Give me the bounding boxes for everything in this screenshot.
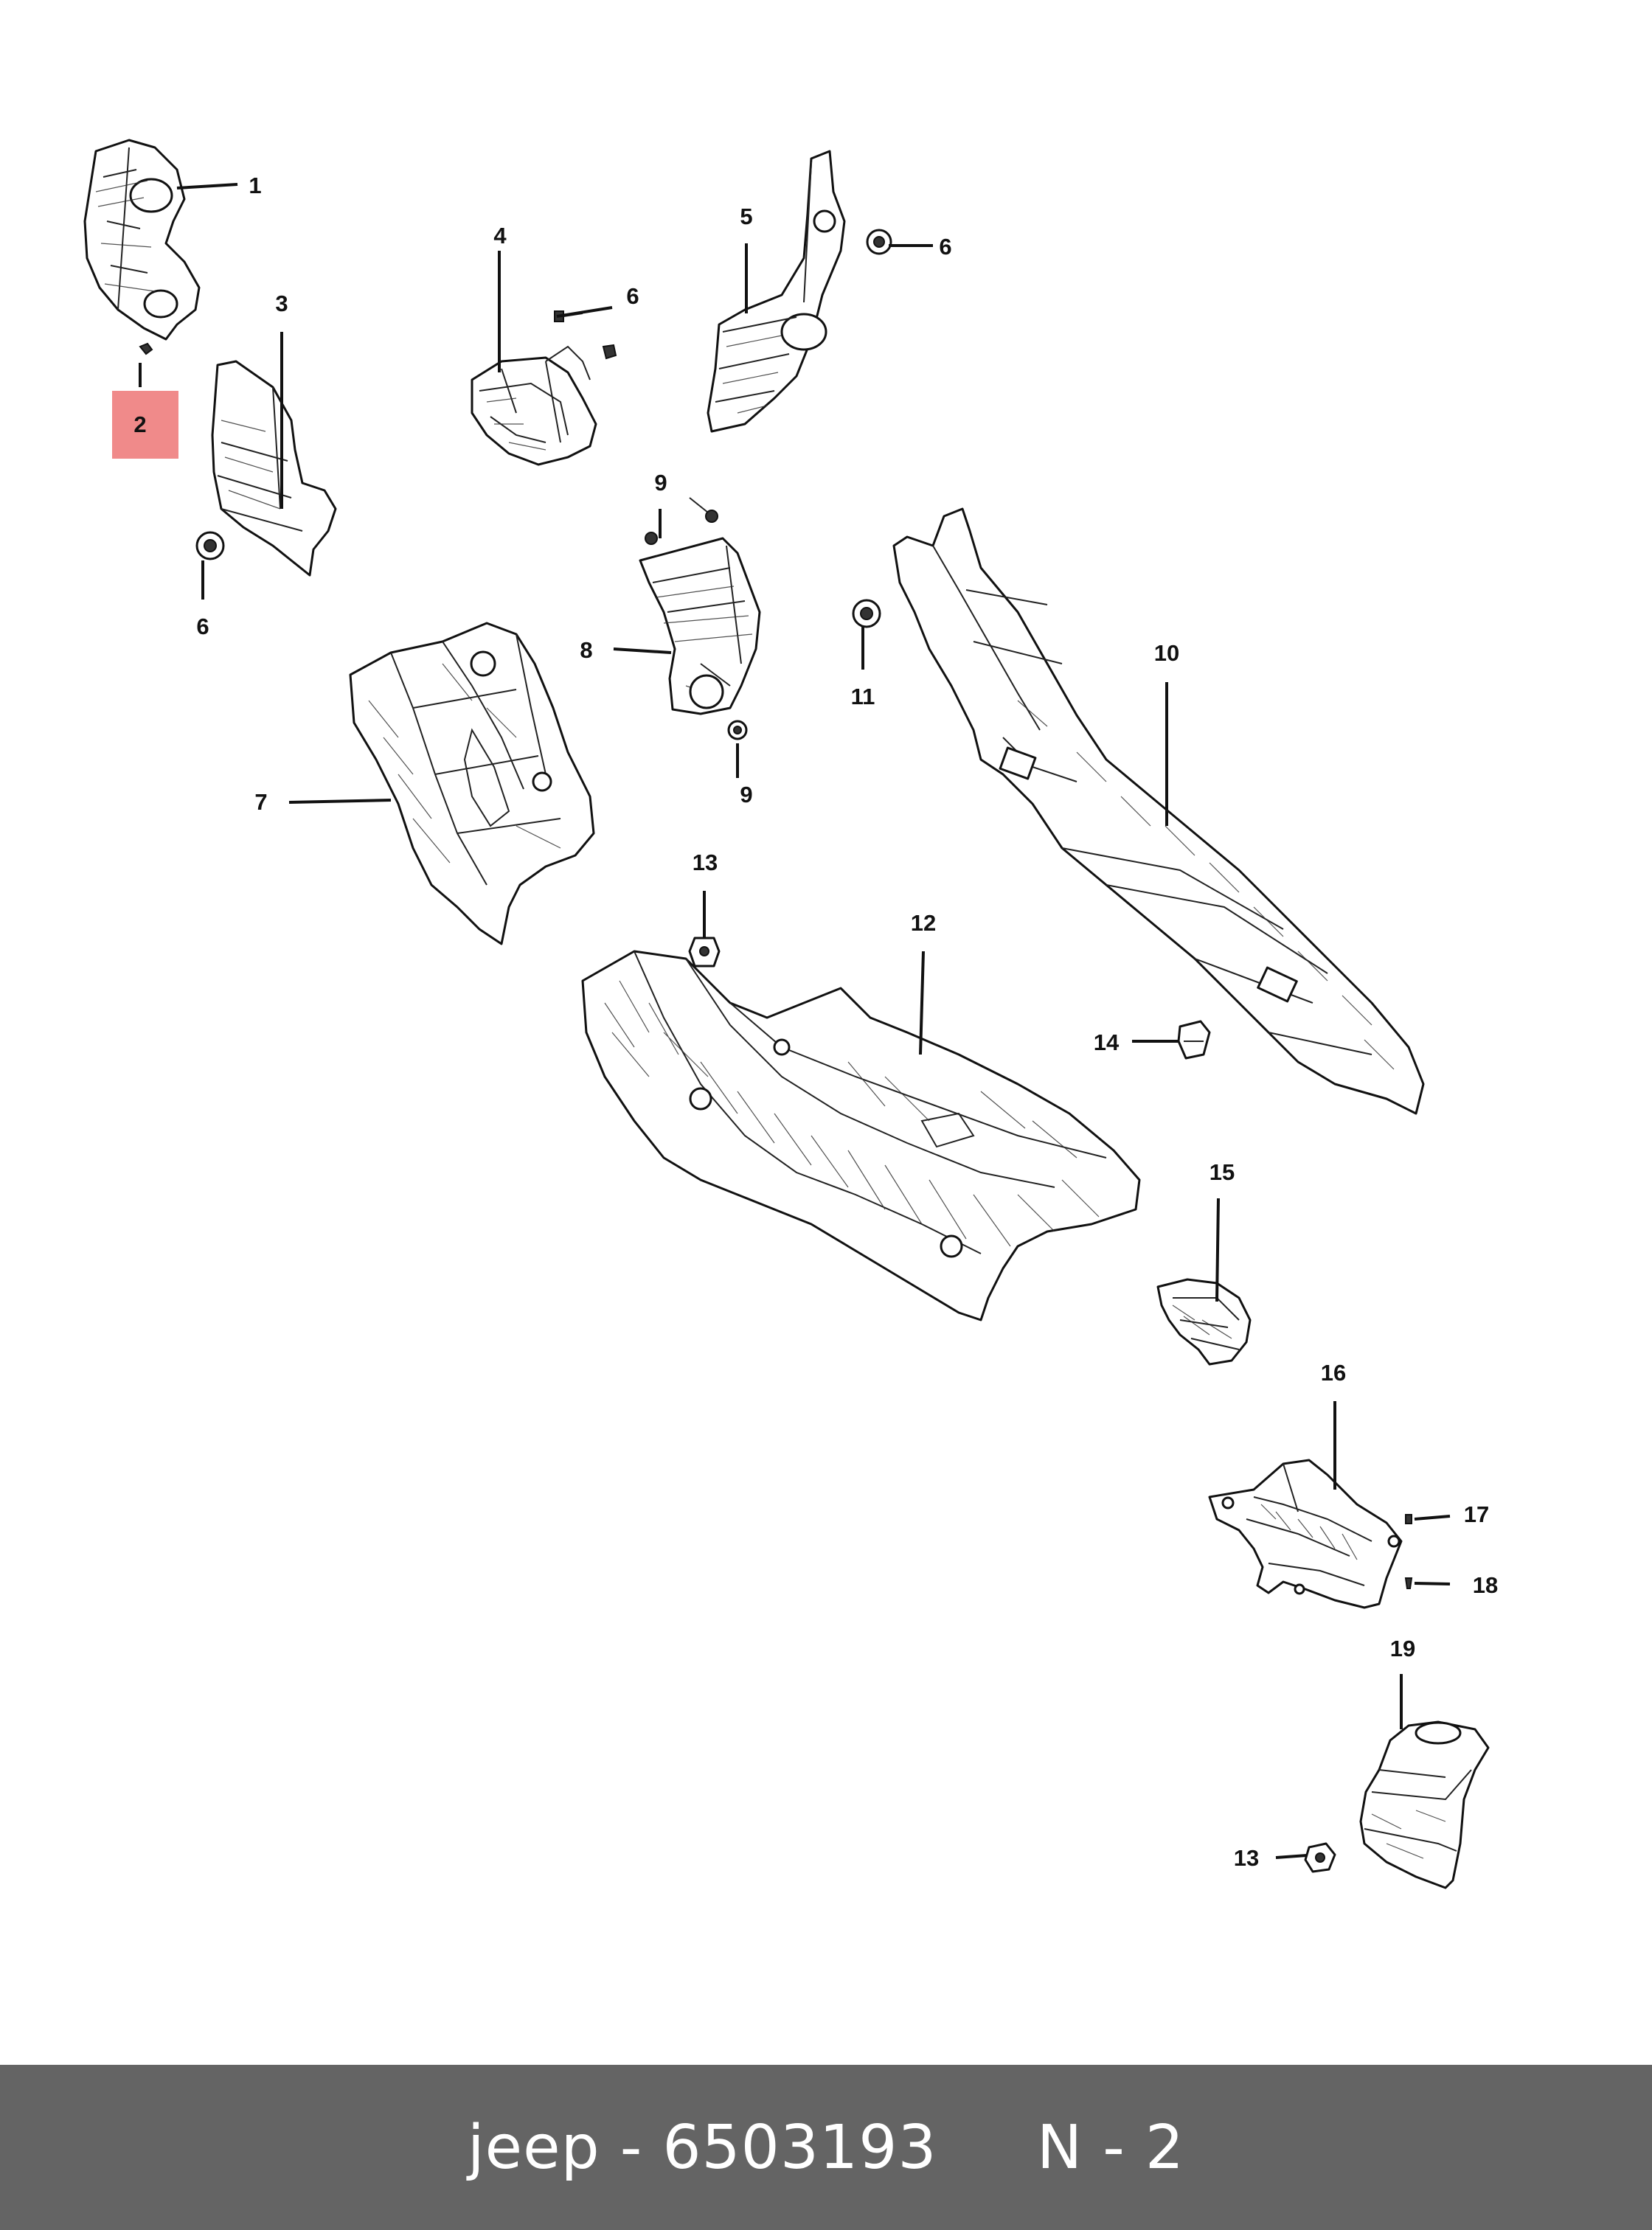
callout-15: 15 — [1210, 1159, 1235, 1185]
callout-10: 10 — [1154, 640, 1179, 666]
callout-6-near-5: 6 — [939, 234, 951, 260]
part-5-tunnel-shield — [707, 150, 846, 433]
part-16-heat-shield — [1208, 1459, 1403, 1609]
part-6-bolts-near-part-4 — [554, 310, 617, 360]
exhaust-heat-shield-diagram: 1 2 3 4 6 5 6 6 9 8 9 7 11 10 13 12 14 1… — [83, 139, 1498, 1889]
callout-9-bottom: 9 — [740, 782, 752, 807]
part-15-small-shield — [1156, 1278, 1252, 1366]
part-13-nut-top — [688, 937, 721, 968]
part-17-screw — [1405, 1514, 1412, 1524]
callout-11: 11 — [851, 684, 875, 709]
part-1-bracket-shield — [83, 139, 201, 341]
part-4-bracket-assembly — [471, 345, 597, 466]
callout-8: 8 — [580, 637, 592, 663]
selected-part-highlight — [112, 391, 178, 459]
callout-3: 3 — [275, 291, 288, 316]
callout-17: 17 — [1464, 1501, 1489, 1527]
part-6-nut-near-part-3 — [195, 531, 225, 560]
part-10-long-tunnel-shield — [892, 507, 1425, 1115]
callout-1: 1 — [249, 173, 261, 198]
footer-bar: jeep - 6503193 N - 2 — [0, 2065, 1652, 2230]
footer-part-number-text: jeep - 6503193 N - 2 — [467, 2112, 1185, 2183]
callout-2: 2 — [133, 411, 146, 437]
callout-16: 16 — [1321, 1360, 1346, 1386]
part-19-heat-shield — [1359, 1720, 1490, 1889]
part-14-stud — [1177, 1020, 1211, 1060]
part-9-fasteners-top — [645, 497, 718, 545]
leader-lines — [139, 183, 1451, 1859]
callout-12: 12 — [911, 910, 936, 936]
callout-13-bottom: 13 — [1234, 1845, 1259, 1871]
part-3-heat-shield — [211, 360, 337, 577]
part-2-small-fastener — [139, 342, 153, 355]
callout-19: 19 — [1390, 1636, 1415, 1661]
part-18-screw — [1404, 1577, 1413, 1589]
callout-14: 14 — [1094, 1029, 1120, 1055]
callout-5: 5 — [740, 204, 752, 229]
callout-13-top: 13 — [693, 850, 718, 875]
callout-9-top: 9 — [654, 470, 667, 496]
part-13-nut-bottom — [1304, 1842, 1336, 1873]
callout-18: 18 — [1473, 1572, 1498, 1598]
part-8-heat-shield — [639, 537, 761, 715]
callout-6-near-4: 6 — [626, 283, 639, 309]
part-11-nut — [852, 599, 881, 628]
part-6-nut-near-part-5 — [866, 229, 892, 255]
callout-labels: 1 2 3 4 6 5 6 6 9 8 9 7 11 10 13 12 14 1… — [133, 173, 1498, 1871]
part-7-large-heat-shield — [349, 622, 595, 945]
part-12-exhaust-heat-shield — [581, 950, 1141, 1321]
callout-6-near-3: 6 — [196, 614, 209, 639]
callout-7: 7 — [254, 789, 267, 815]
callout-4: 4 — [493, 223, 507, 249]
part-9-fastener-bottom — [727, 720, 748, 740]
